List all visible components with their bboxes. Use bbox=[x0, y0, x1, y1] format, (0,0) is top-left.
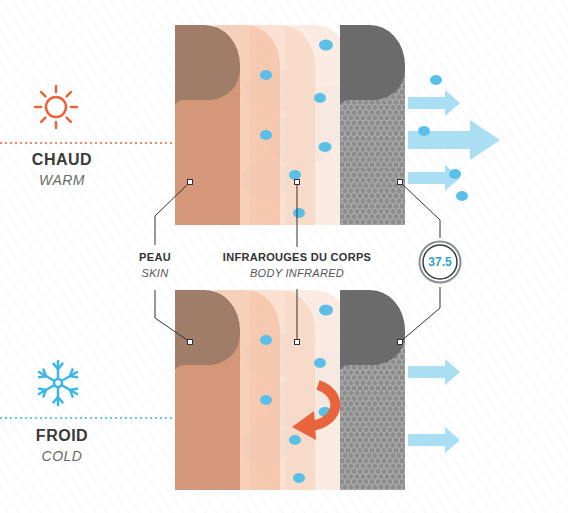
part-label-translation: SKIN bbox=[142, 267, 169, 280]
warm-stack bbox=[175, 25, 405, 225]
warm-arrows bbox=[408, 75, 500, 201]
sun-icon bbox=[46, 97, 66, 117]
snowflake-icon bbox=[39, 389, 46, 390]
warm-arrows bbox=[408, 90, 460, 116]
heat-return-arrow bbox=[292, 411, 316, 440]
snowflake-icon bbox=[53, 397, 58, 402]
part-label: INFRAROUGES DU CORPS bbox=[223, 251, 371, 264]
heat-return-arrow bbox=[292, 385, 335, 440]
logo-ring bbox=[420, 242, 461, 283]
leader-lines bbox=[155, 182, 190, 245]
sun-icon bbox=[55, 122, 58, 128]
state-title: CHAUD bbox=[32, 151, 92, 169]
sun-icon bbox=[35, 106, 41, 109]
state-subtitle: COLD bbox=[42, 448, 83, 464]
state-subtitle: WARM bbox=[39, 172, 85, 188]
snowflake-icon bbox=[39, 361, 77, 405]
leader-markers bbox=[188, 180, 403, 345]
warm-arrows bbox=[449, 169, 461, 179]
heat-return-arrow bbox=[312, 385, 335, 426]
warm-divider bbox=[0, 142, 172, 144]
brand-logo-circle: 37.5 bbox=[418, 240, 462, 284]
leader-markers bbox=[398, 340, 403, 345]
sun-icon bbox=[67, 92, 71, 96]
leader-lines bbox=[400, 182, 440, 238]
sun-icon bbox=[71, 106, 77, 109]
leader-markers bbox=[188, 340, 193, 345]
cold-arrows bbox=[408, 359, 460, 453]
snowflake-icon bbox=[43, 369, 45, 376]
snowflake-icon bbox=[58, 364, 63, 369]
leader-markers bbox=[295, 340, 300, 345]
sun-icon bbox=[35, 86, 77, 128]
sun-icon bbox=[41, 118, 45, 122]
cold-stack bbox=[175, 290, 405, 490]
cold-arrows bbox=[408, 359, 460, 385]
logo-inner-ring bbox=[423, 245, 457, 279]
snowflake-icon bbox=[54, 379, 62, 387]
snowflake-icon bbox=[70, 390, 72, 397]
cold-arrows bbox=[408, 427, 460, 453]
leader-markers bbox=[398, 180, 403, 185]
sun-icon bbox=[41, 92, 45, 96]
leader-markers bbox=[188, 180, 193, 185]
snowflake-icon bbox=[70, 376, 77, 377]
part-label: PEAU bbox=[139, 251, 171, 264]
leader-lines bbox=[297, 182, 298, 247]
sun-icon bbox=[67, 118, 71, 122]
leader-markers bbox=[295, 180, 300, 185]
warm-arrows bbox=[408, 165, 460, 191]
warm-arrows bbox=[456, 191, 468, 201]
logo-text: 37.5 bbox=[428, 255, 451, 269]
state-title: FROID bbox=[36, 427, 88, 445]
warm-arrows bbox=[418, 126, 430, 136]
leader-lines bbox=[297, 289, 298, 342]
sun-icon bbox=[35, 86, 77, 128]
sun-icon bbox=[55, 86, 58, 92]
leader-lines bbox=[400, 287, 440, 342]
warm-arrows bbox=[430, 75, 442, 85]
part-label-translation: BODY INFRARED bbox=[250, 267, 344, 280]
leader-lines bbox=[155, 182, 440, 342]
leader-lines bbox=[155, 290, 190, 342]
warm-arrows bbox=[408, 120, 500, 160]
cold-divider bbox=[0, 417, 172, 419]
